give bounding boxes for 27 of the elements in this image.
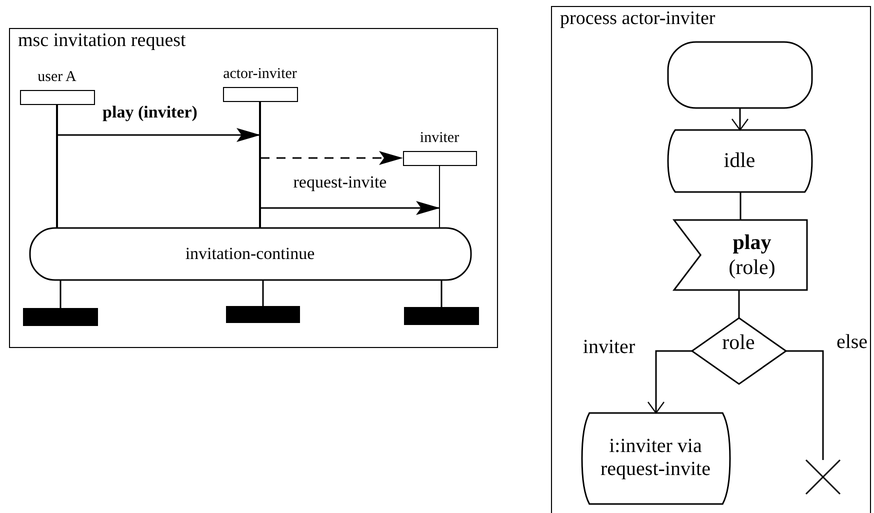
connector-line (786, 350, 824, 460)
edge-label: request-invite (291, 174, 389, 192)
node-text: i:inviter via request-invite (600, 435, 712, 481)
instance-end-bar (404, 306, 478, 324)
node-text: invitation-continue (185, 244, 315, 264)
frame-title: msc invitation request (18, 31, 186, 52)
instance-end-bar (226, 306, 300, 322)
connector-line (740, 192, 742, 220)
diagram-frame (9, 28, 498, 348)
node-text: role (722, 330, 755, 354)
connector-line (60, 280, 62, 308)
arrow (260, 151, 403, 165)
node-text: play (role) (728, 230, 776, 279)
instance-name: user A (36, 68, 78, 85)
instance-end-bar (22, 308, 98, 326)
node-text: idle (724, 148, 756, 173)
instance-name: actor-inviter (222, 66, 298, 82)
instance-name: inviter (418, 130, 460, 146)
arrow (58, 128, 260, 142)
arrow (647, 350, 692, 414)
connector-line (738, 290, 740, 318)
connector-line (262, 280, 264, 306)
edge-label: play (inviter) (100, 104, 200, 122)
arrow (260, 201, 440, 215)
arrow (731, 108, 749, 131)
connector-line (440, 280, 442, 307)
frame-title: process actor-inviter (560, 9, 716, 30)
